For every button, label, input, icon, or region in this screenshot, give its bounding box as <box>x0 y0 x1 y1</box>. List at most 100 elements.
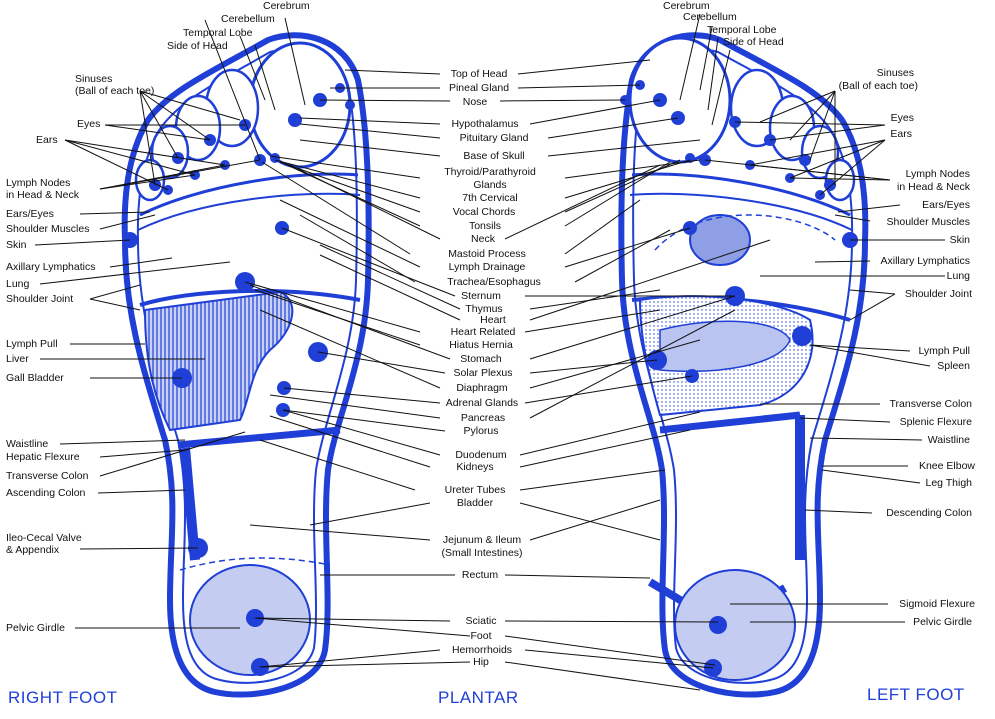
label-sinuses-left: Sinuses <box>876 67 914 79</box>
label-base-of-skull: Base of Skull <box>463 150 525 162</box>
label-knee-elbow: Knee Elbow <box>918 460 975 472</box>
label-hepatic-flexure: Hepatic Flexure <box>6 451 80 463</box>
label-mastoid-process: Mastoid Process <box>448 248 526 260</box>
label-7th-cervical: 7th Cervical <box>462 192 518 204</box>
label-eyes-right: Eyes <box>77 118 101 130</box>
label-temporal-lobe-right: Temporal Lobe <box>183 27 253 39</box>
label-ears-right: Ears <box>36 134 58 146</box>
label-sternum: Sternum <box>461 290 501 302</box>
label-lymph-drainage: Lymph Drainage <box>448 261 526 273</box>
label-hiatus-hernia: Hiatus Hernia <box>449 339 513 351</box>
label-cerebellum-left: Cerebellum <box>683 11 737 23</box>
label-skin-right: Skin <box>6 239 27 251</box>
label-nose: Nose <box>462 96 488 108</box>
label-small-intestines: (Small Intestines) <box>441 547 523 559</box>
label-cerebrum-left: Cerebrum <box>663 0 710 12</box>
label-pylorus: Pylorus <box>463 425 499 437</box>
label-pituitary-gland: Pituitary Gland <box>459 132 529 144</box>
label-shoulder-joint-right: Shoulder Joint <box>6 293 74 305</box>
right-foot <box>121 32 372 698</box>
label-transverse-colon-right: Transverse Colon <box>6 470 89 482</box>
label-ears-left: Ears <box>890 128 912 140</box>
label-stomach: Stomach <box>460 353 502 365</box>
label-temporal-lobe-left: Temporal Lobe <box>707 24 777 36</box>
label-rectum: Rectum <box>461 569 499 581</box>
label-leg-thigh: Leg Thigh <box>925 477 972 489</box>
label-trachea: Trachea/Esophagus <box>447 276 541 288</box>
left-foot-inner <box>632 48 854 684</box>
label-side-of-head-right: Side of Head <box>167 40 228 52</box>
label-thymus: Thymus <box>465 303 503 315</box>
label-adrenal-glands: Adrenal Glands <box>445 397 519 409</box>
label-ears-eyes-left: Ears/Eyes <box>922 199 970 211</box>
label-heart-related: Heart Related <box>450 326 516 338</box>
label-jejunum: Jejunum & Ileum <box>442 534 522 546</box>
label-lymph-pull-right: Lymph Pull <box>6 338 58 350</box>
label-cerebellum-right: Cerebellum <box>221 13 275 25</box>
label-lymph-pull-left: Lymph Pull <box>918 345 970 357</box>
label-sciatic: Sciatic <box>465 615 497 627</box>
label-pancreas: Pancreas <box>460 412 506 424</box>
title-left-foot: LEFT FOOT <box>867 685 965 704</box>
label-waistline-right: Waistline <box>6 438 49 450</box>
label-lymph-nodes-right: Lymph Nodes <box>6 177 71 189</box>
label-liver: Liver <box>6 353 29 365</box>
label-sinuses-right: Sinuses <box>75 73 113 85</box>
label-vocal-chords: Vocal Chords <box>452 206 516 218</box>
label-glands: Glands <box>473 179 507 191</box>
label-skin-left: Skin <box>949 234 970 246</box>
label-waistline-left: Waistline <box>927 434 970 446</box>
label-hypothalamus: Hypothalamus <box>451 118 519 130</box>
label-pelvic-girdle-left: Pelvic Girdle <box>913 616 972 628</box>
label-kidneys: Kidneys <box>456 461 494 473</box>
label-tonsils: Tonsils <box>468 220 502 232</box>
label-top-of-head: Top of Head <box>450 68 508 80</box>
label-axillary-right: Axillary Lymphatics <box>6 261 96 273</box>
label-shoulder-muscles-left: Shoulder Muscles <box>886 216 970 228</box>
label-solar-plexus: Solar Plexus <box>453 367 513 379</box>
label-head-neck-left: in Head & Neck <box>897 181 970 193</box>
label-duodenum: Duodenum <box>455 449 507 461</box>
label-lung-left: Lung <box>946 270 970 282</box>
label-appendix: & Appendix <box>6 544 60 556</box>
label-ball-of-toe-right: (Ball of each toe) <box>75 85 155 97</box>
label-hip: Hip <box>473 656 489 668</box>
title-right-foot: RIGHT FOOT <box>8 688 118 707</box>
label-shoulder-joint-left: Shoulder Joint <box>904 288 972 300</box>
label-head-neck-right: in Head & Neck <box>6 189 79 201</box>
label-ball-of-toe-left: (Ball of each toe) <box>838 80 918 92</box>
label-cerebrum-right: Cerebrum <box>263 0 310 12</box>
right-foot-inner <box>136 48 358 684</box>
title-plantar: PLANTAR <box>438 688 519 707</box>
label-heart: Heart <box>480 314 506 326</box>
label-spleen: Spleen <box>937 360 970 372</box>
label-bladder: Bladder <box>456 497 494 509</box>
label-foot: Foot <box>470 630 492 642</box>
leader-lines <box>34 13 945 691</box>
label-thyroid: Thyroid/Parathyroid <box>444 166 536 178</box>
label-ureter-tubes: Ureter Tubes <box>444 484 506 496</box>
label-hemorrhoids: Hemorrhoids <box>451 644 513 656</box>
label-descending-colon: Descending Colon <box>886 507 972 519</box>
label-ileo-cecal: Ileo-Cecal Valve <box>6 532 82 544</box>
label-axillary-left: Axillary Lymphatics <box>880 255 970 267</box>
label-sigmoid-flexure: Sigmoid Flexure <box>899 598 975 610</box>
label-lung-right: Lung <box>6 278 30 290</box>
label-pineal-gland: Pineal Gland <box>448 82 510 94</box>
label-shoulder-muscles-right: Shoulder Muscles <box>6 223 90 235</box>
left-foot <box>618 32 869 698</box>
label-lymph-nodes-left: Lymph Nodes <box>905 168 970 180</box>
label-neck: Neck <box>471 233 495 245</box>
label-side-of-head-left: Side of Head <box>723 36 784 48</box>
label-transverse-colon-left: Transverse Colon <box>889 398 972 410</box>
label-splenic-flexure: Splenic Flexure <box>899 416 972 428</box>
label-pelvic-girdle-right: Pelvic Girdle <box>6 622 65 634</box>
right-foot-outline <box>121 32 372 698</box>
label-diaphragm: Diaphragm <box>456 382 508 394</box>
label-ascending-colon: Ascending Colon <box>6 487 86 499</box>
label-ears-eyes-right: Ears/Eyes <box>6 208 54 220</box>
label-gall-bladder: Gall Bladder <box>6 372 64 384</box>
label-eyes-left: Eyes <box>890 112 914 124</box>
